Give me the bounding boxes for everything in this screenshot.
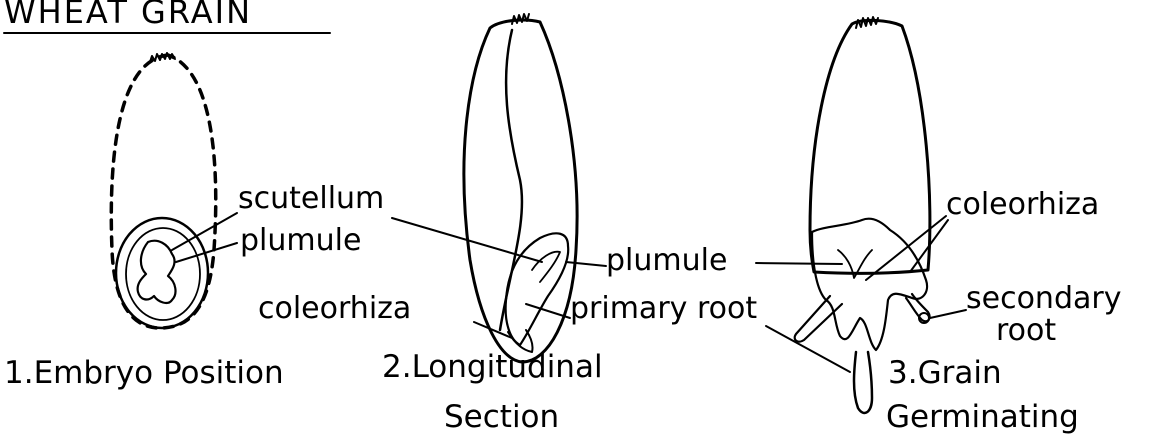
caption-fig2-line2: Section [444,402,559,433]
plumule-section [532,252,560,282]
caption-fig3-line1: 3.Grain [888,358,1002,389]
caption-fig1: 1.Embryo Position [4,358,284,389]
grain-outline-3 [810,20,930,273]
label-primary-root: primary root [570,294,757,324]
primary-root-leader-3 [766,326,850,372]
embryo-outline [116,218,208,328]
label-plumule-1: plumule [240,226,361,256]
grain-tip-hairs-3 [856,17,878,28]
embryo-inner [126,228,200,320]
secondary-root-leader-3 [930,310,966,318]
label-secondary-root-line2: root [996,316,1056,346]
label-coleorhiza-2: coleorhiza [258,294,411,324]
label-coleorhiza-3: coleorhiza [946,190,1099,220]
caption-fig3-line2: Germinating [886,402,1079,433]
figure-3-grain-germinating [756,17,966,413]
label-secondary-root-line1: secondary [966,284,1121,314]
plumule-leader-2 [566,262,606,266]
embryo-germinating [812,219,927,350]
grain-crease-line [500,30,522,330]
scutellum-leader-1 [172,213,237,250]
primary-root-3 [854,352,872,413]
label-scutellum: scutellum [238,184,384,214]
page-title: WHEAT GRAIN [4,0,252,28]
primary-root-leader-2 [526,304,570,318]
figure-1-embryo-position [111,53,237,328]
grain-tip-hairs-2 [512,14,529,24]
caption-fig2-line1: 2.Longitudinal [382,352,603,383]
plumule-leader-3 [756,263,842,264]
embryo-shape [138,241,176,303]
label-plumule-2: plumule [606,246,727,276]
